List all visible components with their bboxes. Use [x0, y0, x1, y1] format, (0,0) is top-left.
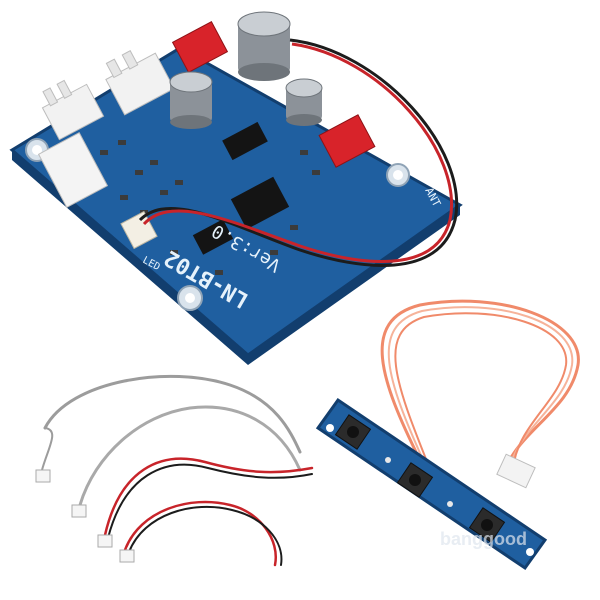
black-wire — [128, 506, 283, 566]
white-connector — [105, 50, 175, 116]
smd-components — [100, 140, 320, 275]
button-board-cable — [380, 299, 580, 472]
strip-hole — [526, 548, 534, 556]
gray-cable — [41, 427, 54, 471]
tactile-button — [468, 507, 506, 543]
red-connector — [171, 20, 229, 74]
cable-plug — [119, 549, 135, 563]
white-connector-vertical — [37, 132, 109, 208]
gray-cable — [78, 405, 302, 507]
red-wire — [123, 500, 278, 567]
cable-plug — [35, 469, 51, 483]
black-wire — [107, 463, 313, 539]
red-wire — [103, 457, 314, 537]
white-plug — [496, 453, 536, 489]
white-connector — [41, 79, 105, 141]
ic-chip-bluetooth — [230, 176, 290, 230]
main-board: LN-BT02 Ver:3.0 ANT LED — [9, 11, 463, 365]
ic-chip — [192, 219, 234, 255]
cable-plug — [97, 534, 113, 548]
red-connector — [318, 114, 376, 168]
capacitor-large — [237, 11, 291, 81]
strip-hole — [326, 424, 334, 432]
strip-hole — [385, 457, 391, 463]
gray-cable — [43, 374, 302, 454]
main-board-wire — [138, 38, 459, 267]
mounting-hole — [185, 293, 195, 303]
button-board — [315, 299, 580, 571]
ic-chip — [222, 121, 268, 161]
capacitor-small — [285, 78, 323, 126]
watermark: banggood — [440, 529, 527, 549]
tactile-button — [396, 462, 434, 498]
tactile-button — [334, 414, 372, 450]
cable-plug — [71, 504, 87, 518]
strip-hole — [447, 501, 453, 507]
mounting-hole — [32, 145, 42, 155]
capacitor-medium — [169, 71, 213, 129]
mounting-hole — [393, 170, 403, 180]
loose-cables — [35, 374, 314, 567]
